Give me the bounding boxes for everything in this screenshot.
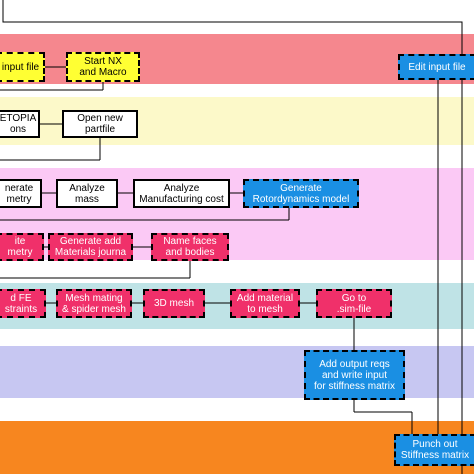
add-output-reqs-node: Add output reqs and write input for stif… [304,350,405,400]
write-geometry-node: ite metry [0,233,44,261]
punch-out-node: Punch out Stiffness matrix [394,434,474,466]
add-material-node: Add material to mesh [230,289,300,318]
generate-rotordynamics-node: Generate Rotordynamics model [243,179,359,208]
open-partfile-node: Open new partfile [62,110,138,138]
etopia-node: ETOPIA ons [0,110,40,138]
start-nx-node: Start NX and Macro [66,52,140,82]
generate-materials-node: Generate add Materials journa [48,233,133,261]
add-fe-constraints-node: d FE straints [0,289,46,318]
analyze-mass-node: Analyze mass [56,179,118,208]
edit-input-file-node: Edit input file [398,54,474,80]
mesh-3d-node: 3D mesh [143,289,205,318]
goto-sim-node: Go to .sim-file [316,289,392,318]
mesh-mating-node: Mesh mating & spider mesh [56,289,132,318]
analyze-cost-node: Analyze Manufacturing cost [133,179,230,208]
name-faces-node: Name faces and bodies [151,233,229,261]
input-file-node: input file [0,52,45,82]
generate-geometry-node: nerate metry [0,179,42,208]
